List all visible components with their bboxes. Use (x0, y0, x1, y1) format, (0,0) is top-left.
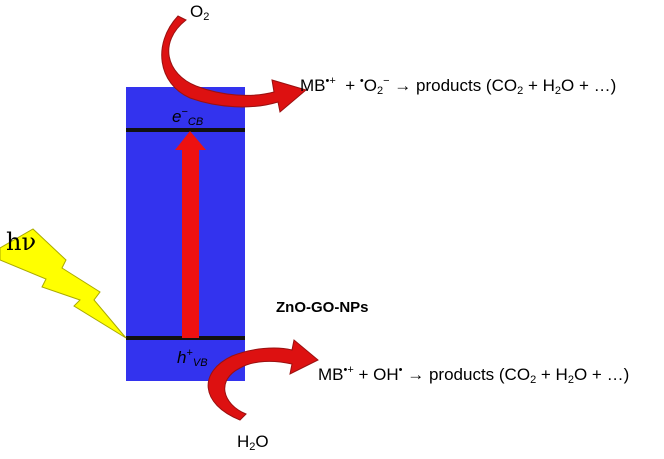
oxygen-curved-arrow (161, 15, 308, 113)
conduction-band-line (126, 128, 245, 132)
water-curved-arrow (207, 339, 319, 421)
photon-label: hν (6, 228, 37, 256)
top-reaction-equation: MB•+ + •O2− → products (CO2 + H2O + …) (300, 75, 617, 97)
material-label: ZnO-GO-NPs (276, 299, 369, 316)
bottom-reaction-equation: MB•+ + OH• → products (CO2 + H2O + …) (318, 364, 630, 386)
vb-hole-label: h+VB (177, 347, 208, 369)
oxygen-label: O2 (190, 2, 210, 23)
excitation-arrow (175, 131, 206, 338)
water-label: H2O (237, 432, 269, 453)
cb-electron-label: e−CB (172, 106, 204, 128)
lightning-bolt-icon (0, 228, 127, 339)
